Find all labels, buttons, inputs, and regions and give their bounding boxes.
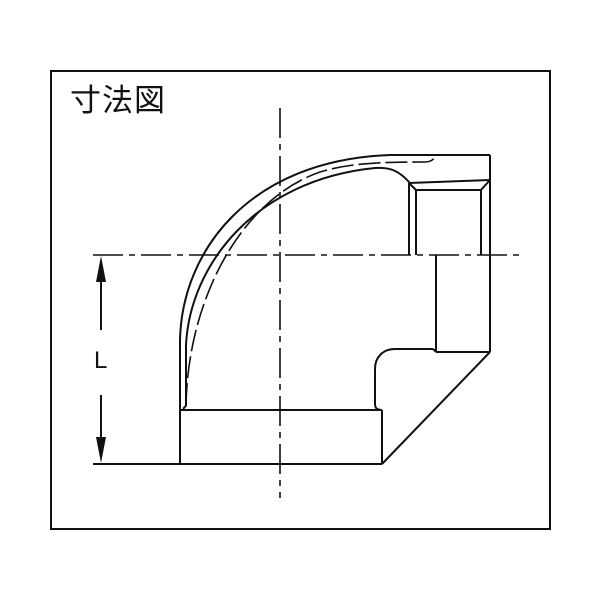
drawing-frame [50, 70, 551, 530]
dimension-label-L: L [94, 347, 108, 374]
elbow-inner-arc [182, 166, 411, 411]
right-socket-chamfer-left [408, 182, 417, 191]
arrowhead-up-icon [96, 256, 106, 282]
drawing-title: 寸法図 [70, 83, 166, 119]
arrowhead-down-icon [96, 437, 106, 463]
elbow-diagonal-edge [381, 351, 491, 465]
elbow-outer-arc [179, 154, 490, 410]
elbow-inner-fillet [374, 348, 437, 411]
right-socket-chamfer-right [480, 179, 491, 191]
elbow-hidden-line [185, 154, 437, 406]
right-socket-face-top [408, 179, 491, 184]
